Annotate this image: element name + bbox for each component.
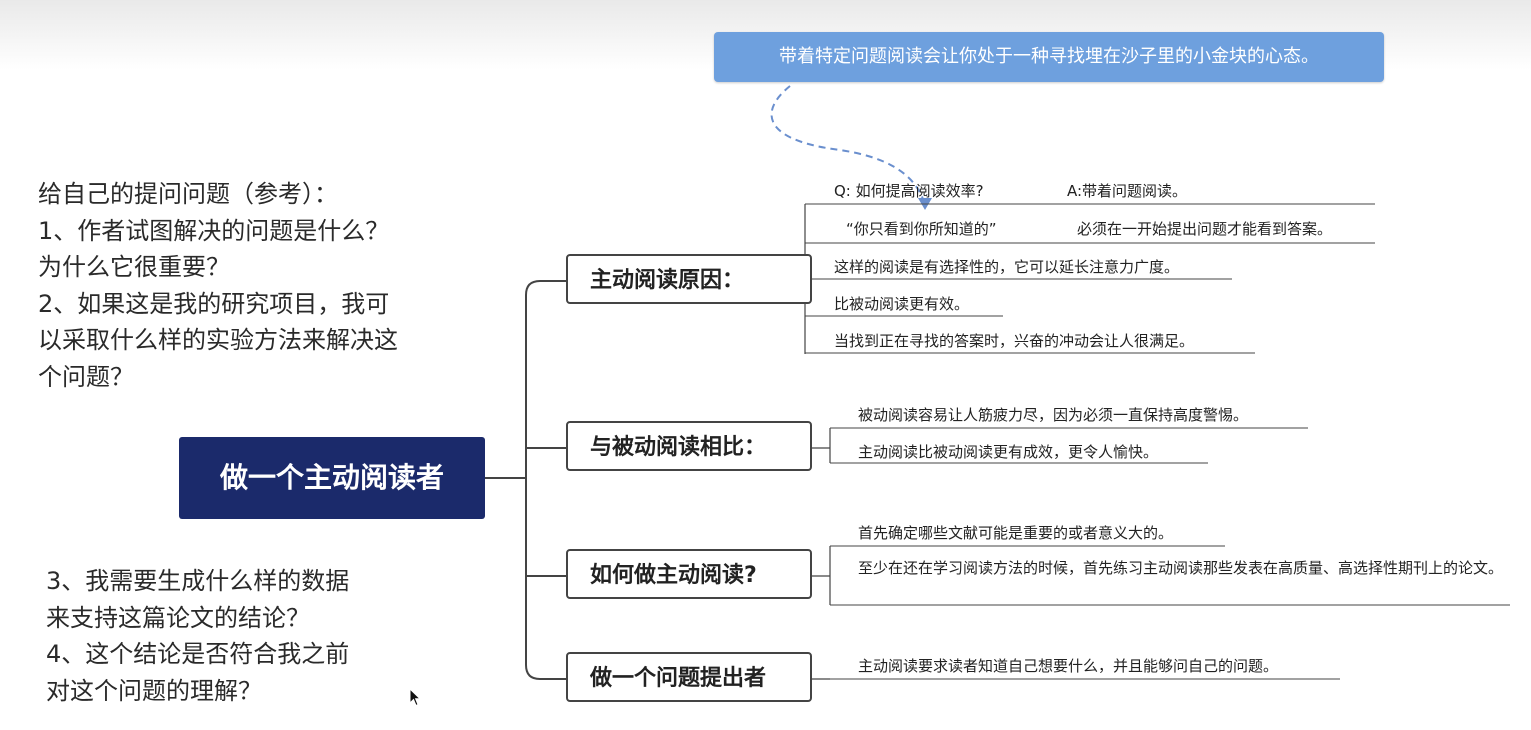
question-line: 1、作者试图解决的问题是什么？ (38, 216, 390, 245)
leaf-text: 这样的阅读是有选择性的，它可以延长注意力广度。 (834, 258, 1180, 276)
leaf-text: A:带着问题阅读。 (1067, 182, 1188, 200)
branch-questioner[interactable]: 做一个问题提出者 (566, 652, 812, 702)
leaf-text: “你只看到你所知道的” (846, 220, 997, 238)
leaf-text: 首先确定哪些文献可能是重要的或者意义大的。 (858, 524, 1174, 542)
leaf-text: 必须在一开始提出问题才能看到答案。 (1077, 220, 1333, 238)
root-node[interactable]: 做一个主动阅读者 (179, 437, 485, 519)
question-line: 以采取什么样的实验方法来解决这 (38, 326, 398, 354)
branch-reasons[interactable]: 主动阅读原因： (566, 254, 812, 304)
leaf-text: 主动阅读比被动阅读更有成效，更令人愉快。 (858, 443, 1159, 461)
leaf-text: 至少在还在学习阅读方法的时候，首先练习主动阅读那些发表在高质量、高选择性期刊上的… (858, 559, 1504, 577)
leaf-text: Q: 如何提高阅读效率? (834, 182, 984, 200)
branch-how[interactable]: 如何做主动阅读? (566, 549, 812, 599)
question-line: 2、如果这是我的研究项目，我可 (38, 289, 390, 318)
question-line: 来支持这篇论文的结论？ (46, 603, 310, 632)
questions-bottom: 3、我需要生成什么样的数据 来支持这篇论文的结论？ 4、这个结论是否符合我之前 … (46, 563, 426, 709)
question-line: 给自己的提问问题（参考）： (38, 180, 338, 208)
callout-bubble: 带着特定问题阅读会让你处于一种寻找埋在沙子里的小金块的心态。 (714, 32, 1384, 82)
question-line: 3、我需要生成什么样的数据 (46, 567, 350, 595)
mouse-cursor-icon (409, 688, 422, 707)
leaf-text: 被动阅读容易让人筋疲力尽，因为必须一直保持高度警惕。 (858, 406, 1249, 424)
question-line: 个问题？ (38, 362, 134, 391)
question-line: 为什么它很重要？ (38, 253, 230, 281)
question-line: 4、这个结论是否符合我之前 (46, 640, 350, 668)
leaf-text: 主动阅读要求读者知道自己想要什么，并且能够问自己的问题。 (858, 657, 1279, 675)
questions-top: 给自己的提问问题（参考）： 1、作者试图解决的问题是什么？ 为什么它很重要？ 2… (38, 176, 478, 395)
question-line: 对这个问题的理解？ (46, 676, 262, 705)
leaf-text: 当找到正在寻找的答案时，兴奋的冲动会让人很满足。 (834, 332, 1195, 350)
branch-compare[interactable]: 与被动阅读相比： (566, 421, 812, 471)
leaf-text: 比被动阅读更有效。 (834, 295, 970, 313)
